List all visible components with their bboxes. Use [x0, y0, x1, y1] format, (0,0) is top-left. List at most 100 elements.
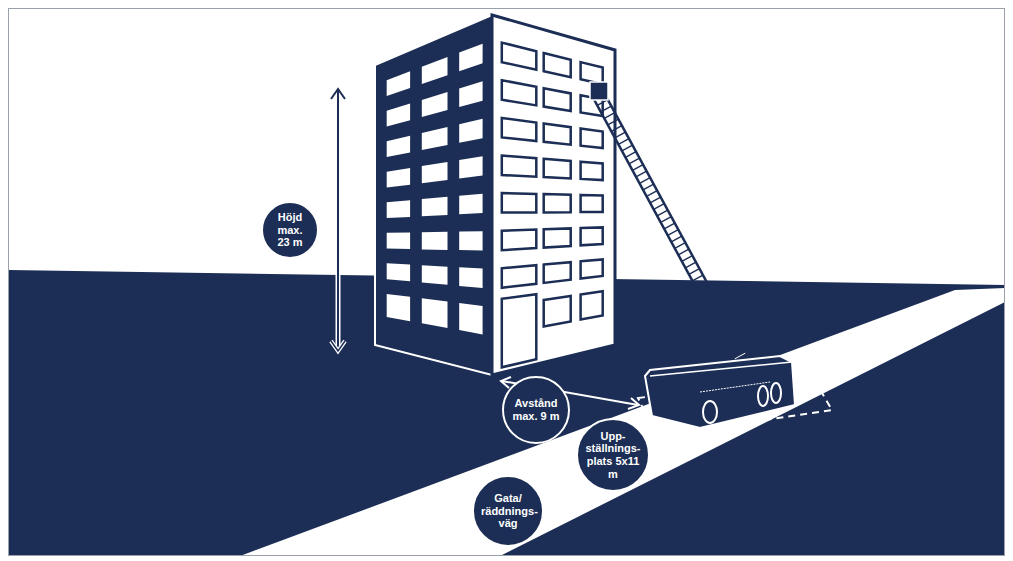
window [387, 104, 410, 127]
circle-label: Höjd max. 23 m [270, 211, 310, 249]
ladder-rung [675, 243, 686, 249]
window [459, 119, 482, 143]
label-circle: Upp- ställnings- plats 5x11 m [576, 418, 650, 492]
truck-wheel [703, 401, 717, 423]
ladder-rung [721, 327, 732, 333]
ladder-rung [703, 295, 714, 301]
window [581, 227, 603, 245]
window [581, 162, 603, 180]
ladder-rung [685, 262, 696, 268]
ladder-rung [640, 178, 651, 184]
window [502, 80, 537, 105]
ladder-rung [724, 334, 735, 340]
ladder-rung [636, 171, 647, 177]
ladder-rung [714, 314, 725, 320]
door [502, 294, 537, 367]
truck-wheel [758, 386, 768, 406]
text-stack: Gata/ räddnings- väg [481, 492, 535, 530]
ladder-rail [594, 99, 735, 359]
ladder-rung [629, 158, 640, 164]
window [459, 267, 482, 288]
ladder-rung [625, 152, 636, 158]
window [502, 118, 537, 141]
window [502, 193, 537, 213]
window [459, 44, 482, 71]
building-right-face [492, 15, 615, 375]
ladder-rung [671, 236, 682, 242]
ladder-rung [717, 321, 728, 327]
window [544, 262, 571, 283]
ladder-rung [601, 106, 612, 112]
window [581, 129, 603, 149]
ladder-rung [710, 308, 721, 314]
circle-label: Avstånd max. 9 m [511, 397, 561, 422]
window [387, 136, 410, 157]
ladder-rung [654, 204, 665, 210]
window [544, 296, 571, 327]
window [387, 71, 410, 96]
ladder-rung [622, 145, 633, 151]
window [502, 265, 537, 288]
window [502, 230, 537, 251]
ladder-rung [615, 132, 626, 138]
window [422, 57, 448, 84]
window [581, 259, 603, 278]
window [544, 88, 571, 111]
window [387, 168, 410, 188]
ladder-rung [657, 210, 668, 216]
fire-truck [645, 356, 795, 428]
label-circle: Avstånd max. 9 m [502, 376, 570, 444]
ladder-rung [678, 249, 689, 255]
window [502, 43, 537, 70]
window [459, 231, 482, 250]
ladder-foot [735, 353, 746, 359]
window [387, 200, 410, 218]
window [459, 156, 482, 178]
text-stack: Avstånd max. 9 m [511, 397, 561, 422]
building [375, 15, 615, 375]
building-left-face [375, 15, 492, 375]
window [544, 159, 571, 179]
ladder-rung [682, 256, 693, 262]
ladder-rung [650, 197, 661, 203]
ladder-basket [590, 82, 608, 100]
ladder-rung [707, 301, 718, 307]
ladder [594, 93, 746, 359]
circle-label: Upp- ställnings- plats 5x11 m [585, 430, 641, 481]
truck-edge [650, 362, 792, 376]
ladder-rail [604, 93, 745, 353]
ladder-rung [618, 139, 629, 145]
window [387, 294, 410, 321]
ladder-rung [699, 288, 710, 294]
window [422, 92, 448, 117]
ladder-rung [633, 165, 644, 171]
truck-lettering [700, 382, 770, 392]
window [581, 291, 603, 319]
ladder-rung [728, 340, 739, 346]
ladder-rung [661, 217, 672, 223]
circle-label: Gata/ räddnings- väg [481, 492, 535, 530]
window [544, 124, 571, 145]
window [422, 298, 448, 328]
ladder-rung [731, 347, 742, 353]
text-stack: Upp- ställnings- plats 5x11 m [585, 430, 641, 481]
window [422, 162, 448, 183]
window [502, 156, 537, 177]
window [544, 228, 571, 247]
ladder-rung [692, 275, 703, 281]
ladder-rung [668, 230, 679, 236]
window [459, 194, 482, 215]
ladder-rung [643, 184, 654, 190]
ladder-rung [608, 119, 619, 125]
truck-wheel [771, 383, 781, 403]
label-circle: Höjd max. 23 m [261, 201, 319, 259]
window [459, 81, 482, 107]
height-arrow [331, 89, 345, 351]
ladder-rung [689, 269, 700, 275]
window [581, 195, 603, 212]
window [387, 232, 410, 249]
label-circle: Gata/ räddnings- väg [472, 475, 544, 547]
ladder-rung [647, 191, 658, 197]
